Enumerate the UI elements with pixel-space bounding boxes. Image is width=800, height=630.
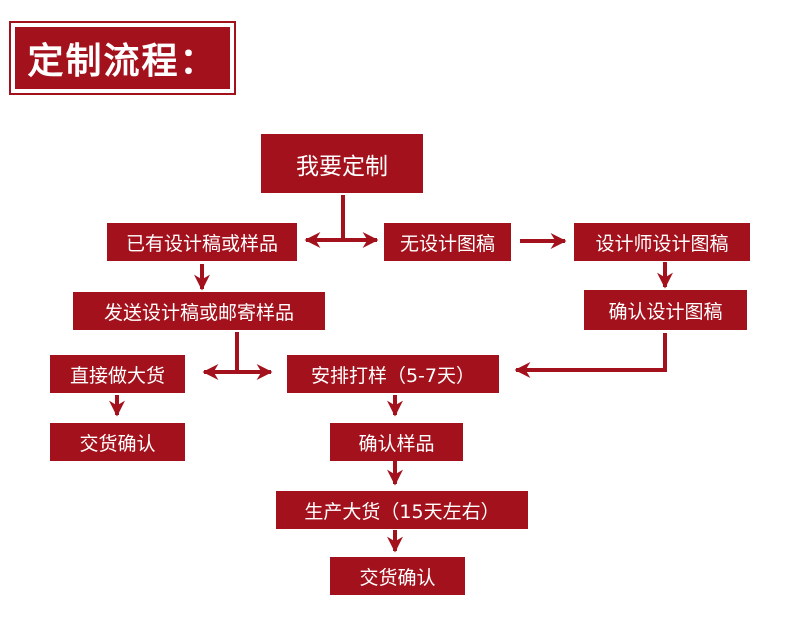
step-confirm-design: 确认设计图稿 <box>584 290 747 330</box>
step-arrange-sample: 安排打样（5-7天） <box>287 355 499 393</box>
step-no-design: 无设计图稿 <box>384 223 511 261</box>
step-start: 我要定制 <box>261 134 423 193</box>
step-deliver-confirm-left: 交货确认 <box>50 423 185 461</box>
step-designer-design: 设计师设计图稿 <box>574 223 750 261</box>
step-direct-bulk: 直接做大货 <box>50 355 185 393</box>
step-production: 生产大货（15天左右） <box>276 491 528 529</box>
step-have-design: 已有设计稿或样品 <box>107 223 297 261</box>
page-title: 定制流程： <box>15 27 230 89</box>
step-deliver-confirm: 交货确认 <box>330 557 465 595</box>
step-confirm-sample: 确认样品 <box>330 423 463 461</box>
arrow-confirm-to-sample-line <box>514 333 667 378</box>
step-send-design: 发送设计稿或邮寄样品 <box>73 292 325 330</box>
title-frame: 定制流程： <box>9 21 236 95</box>
